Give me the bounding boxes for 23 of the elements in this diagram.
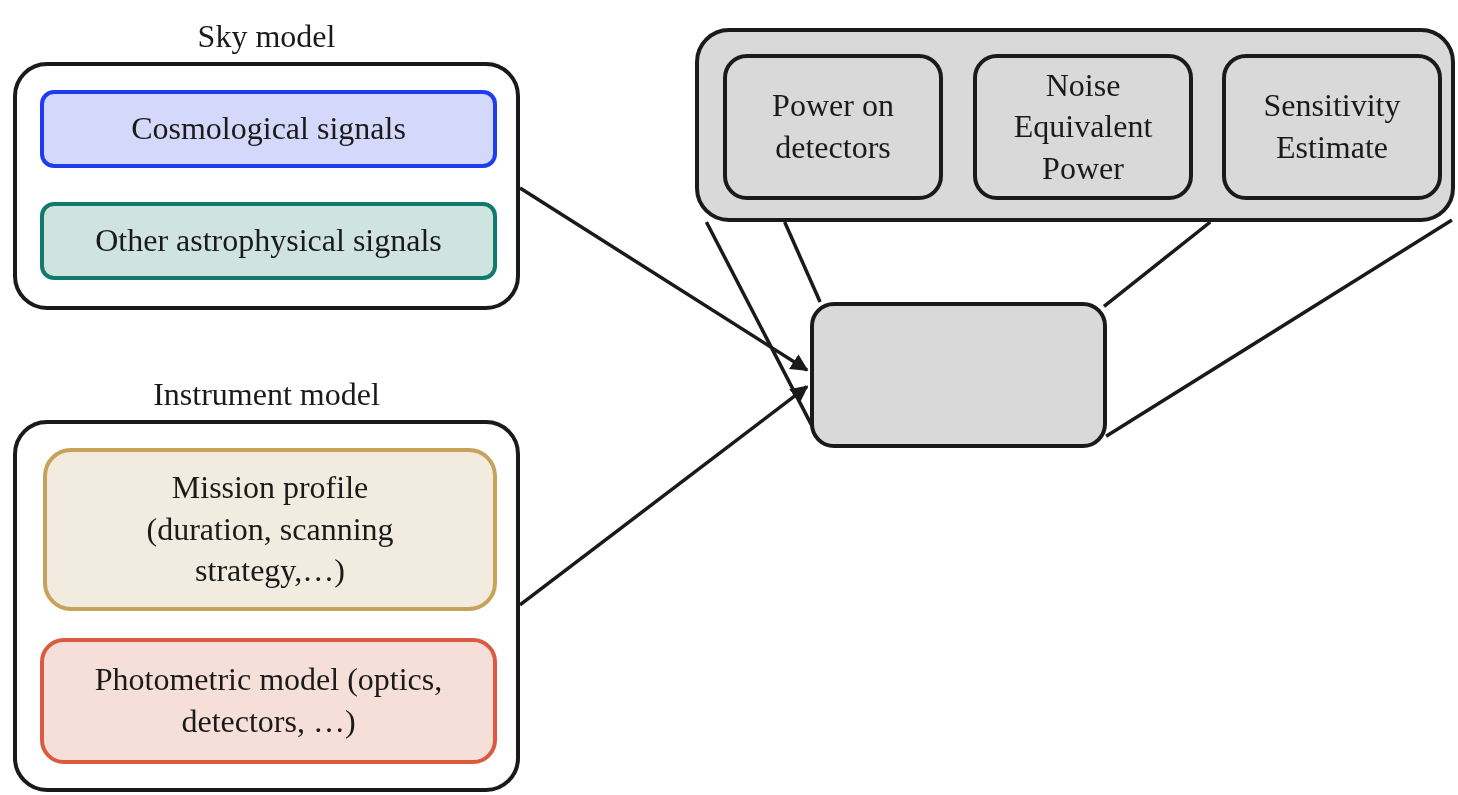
empty-box [810,302,1107,448]
process-box [40,202,497,280]
arrow [518,385,809,607]
box-label: Sensitivity Estimate [1262,86,1402,167]
box-label: Other astrophysical signals [94,221,443,261]
connector-line [783,221,822,303]
arrow [519,186,809,372]
box-label: Mission profile (duration, scanning strategy,…) [145,468,395,591]
empty-box [695,28,1455,222]
process-box [43,448,497,611]
process-box [723,54,943,200]
process-box [973,54,1193,200]
process-box [1222,54,1442,200]
process-box [40,90,497,168]
connector-line [1105,218,1453,438]
group-heading: Instrument model [152,376,381,413]
process-box [40,638,497,764]
box-label: Cosmological signals [130,109,407,149]
connector-line [1102,220,1212,308]
box-label: Photometric model (optics, detectors, …) [93,660,444,741]
box-label: Power on detectors [771,86,895,167]
group-heading: Sky model [196,18,337,55]
box-label: Noise Equivalent Power [1012,65,1154,188]
